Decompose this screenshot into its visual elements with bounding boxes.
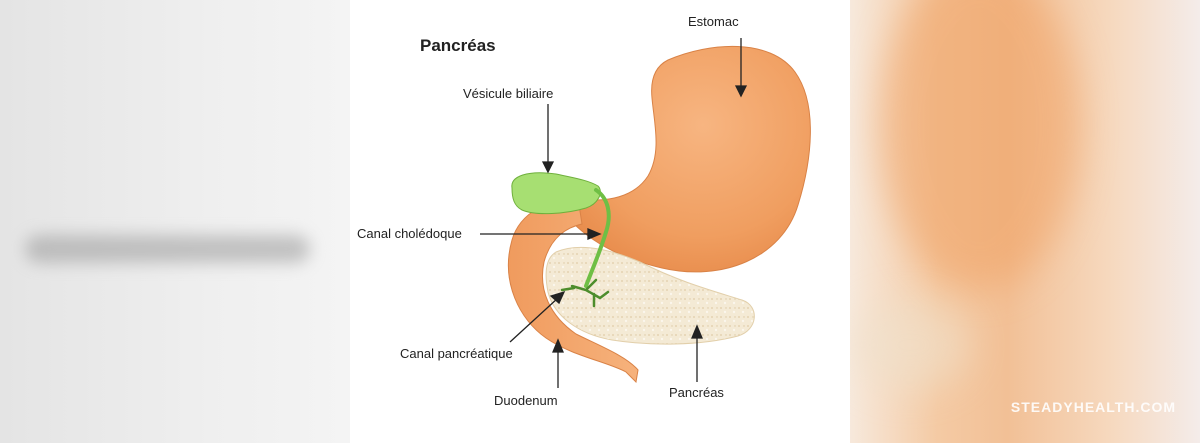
site-watermark: STEADYHEALTH.COM	[1010, 399, 1176, 415]
diagram-title: Pancréas	[420, 36, 496, 55]
anatomy-illustration	[480, 38, 811, 388]
bile-duct	[584, 188, 611, 288]
label-stomach: Estomac	[688, 14, 739, 29]
stomach-shape	[571, 45, 811, 273]
blurred-stomach-shape	[880, 0, 1080, 290]
duodenum-shape	[507, 197, 639, 384]
label-duodenum: Duodenum	[494, 393, 558, 408]
label-pancreas: Pancréas	[669, 385, 724, 400]
diagram-panel: Pancréas Estomac Vésicule biliaire Canal…	[350, 0, 850, 443]
label-gallbladder: Vésicule biliaire	[463, 86, 554, 101]
blurred-pancreas-shape	[850, 300, 970, 390]
pointer-lines	[480, 38, 748, 388]
gallbladder-shape	[511, 172, 601, 215]
blurred-right-background	[850, 0, 1200, 443]
label-pancreatic-duct: Canal pancréatique	[400, 346, 513, 361]
blurred-left-background	[0, 0, 350, 443]
pancreas-shape	[545, 246, 755, 345]
label-bile-duct: Canal cholédoque	[357, 226, 462, 241]
blurred-text-bar	[25, 235, 310, 263]
pancreatic-duct	[560, 278, 610, 308]
